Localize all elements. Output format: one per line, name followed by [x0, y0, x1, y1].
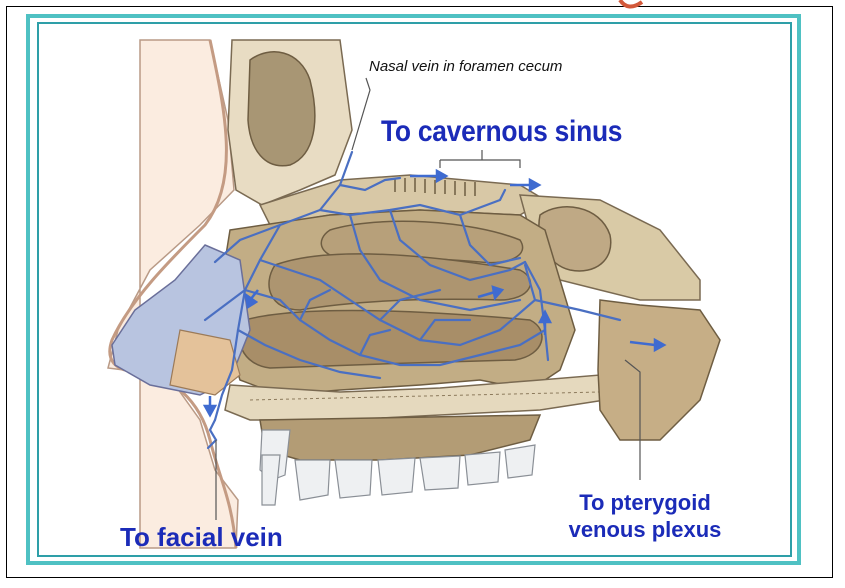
pterygoid-label-line2: venous plexus [530, 516, 760, 543]
pterygoid-plexus-label: To pterygoid venous plexus [530, 489, 760, 543]
frontal-sinus [248, 52, 315, 166]
facial-vein-label: To facial vein [120, 522, 283, 553]
soft-palate [598, 300, 720, 440]
pterygoid-label-line1: To pterygoid [530, 489, 760, 516]
top-corner-mark [616, 0, 646, 14]
inferior-concha [239, 311, 542, 368]
nasal-vein-label: Nasal vein in foramen cecum [369, 58, 562, 75]
cavernous-sinus-label: To cavernous sinus [381, 115, 622, 149]
nasal-cavity-illustration [40, 25, 790, 553]
